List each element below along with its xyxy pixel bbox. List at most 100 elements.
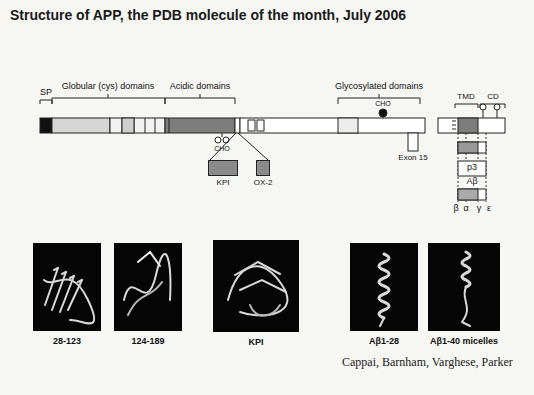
domain-bar <box>452 121 456 129</box>
structure-panel: Aβ1-40 micelles <box>428 243 500 345</box>
domain-bar <box>257 120 264 131</box>
protein-ribbon <box>462 287 470 326</box>
structure-panel <box>33 240 500 332</box>
protein-ribbon <box>235 262 286 292</box>
domain-bar <box>122 118 155 133</box>
domain-bar <box>52 118 110 133</box>
protein-ribbon <box>138 252 160 266</box>
part-label: Globular (cys) domains <box>62 82 155 92</box>
part-label: CD <box>487 93 499 102</box>
structure-panel <box>350 243 418 331</box>
part-label: Exon 15 <box>398 154 427 163</box>
cleavage-site <box>458 133 486 202</box>
protein-ribbon <box>250 305 280 316</box>
sugar-chain <box>215 137 221 143</box>
domain-bar <box>169 118 170 133</box>
sugar-chain <box>223 137 229 143</box>
domain-box: KPI <box>208 160 238 189</box>
structure-panel <box>213 240 299 332</box>
sugar-chain <box>483 110 497 118</box>
domain-bar <box>240 118 425 133</box>
panel-frame <box>114 243 182 331</box>
domain-bar <box>40 118 505 133</box>
protein-ribbon <box>124 254 170 300</box>
panel-frame <box>428 243 500 331</box>
fragment-box <box>458 161 486 176</box>
domain-bar <box>248 120 255 131</box>
panel-caption: Aβ1-40 micelles <box>430 337 498 347</box>
page-title: Structure of APP, the PDB molecule of th… <box>10 8 406 23</box>
sugar-chain <box>222 133 223 137</box>
protein-ribbon <box>128 282 162 315</box>
panel-caption: 28-123 <box>53 337 81 347</box>
part-label: Glycosylated domains <box>335 82 423 92</box>
structure-panel: KPI <box>213 240 299 346</box>
fragment-box <box>458 189 486 200</box>
domain-shape <box>256 160 270 176</box>
panel-caption: 124-189 <box>131 337 164 347</box>
domain-bar <box>438 118 505 133</box>
part-label: Aβ <box>465 177 478 187</box>
structure-panel: 124-189 <box>114 243 182 345</box>
leader-line <box>238 133 268 160</box>
exon-box <box>408 133 418 151</box>
bracket <box>40 100 52 104</box>
exon-box <box>408 133 418 151</box>
part-label: Acidic domains <box>170 82 231 92</box>
protein-ribbon <box>45 268 82 312</box>
fragment-box <box>458 142 486 200</box>
part-label: α <box>463 204 468 214</box>
cleavage-site <box>458 133 486 202</box>
protein-ribbon <box>380 318 384 326</box>
domain-box: OX-2 <box>253 160 274 189</box>
part-label: ε <box>487 204 491 214</box>
part-label: CHO <box>375 100 391 108</box>
domain-bar <box>40 118 52 133</box>
protein-ribbon <box>44 252 470 326</box>
sugar-chain <box>494 104 500 110</box>
fragment-box <box>458 142 486 153</box>
panel-caption: KPI <box>248 338 263 348</box>
panel-caption: Aβ1-28 <box>369 337 399 347</box>
structure-panel: 28-123 <box>33 243 101 345</box>
bracket <box>52 94 165 104</box>
part-label: SP <box>40 88 52 98</box>
part-label: TMD <box>457 93 474 102</box>
credit-caption: Cappai, Barnham, Varghese, Parker <box>342 356 513 369</box>
fragment-box <box>458 142 478 153</box>
part-label: γ <box>477 204 482 214</box>
sugar-chain <box>379 109 387 117</box>
domain-name: KPI <box>217 179 230 188</box>
sugar-chain <box>480 104 486 110</box>
domain-shape <box>208 160 238 176</box>
domain-bar <box>458 118 478 133</box>
bracket <box>165 94 235 104</box>
leader-line <box>210 133 268 160</box>
domain-bar <box>338 118 358 133</box>
protein-ribbon <box>379 254 389 318</box>
panel-frame <box>213 240 299 332</box>
leader-line <box>210 133 236 160</box>
bracket <box>455 104 478 108</box>
domain-name: OX-2 <box>254 179 273 188</box>
domain-bar <box>235 118 240 133</box>
fragment-box <box>458 189 478 200</box>
domain-bar <box>110 118 165 133</box>
part-label: CHO <box>214 145 230 153</box>
protein-ribbon <box>44 279 94 323</box>
protein-ribbon <box>462 252 470 287</box>
structure-panel <box>114 243 182 331</box>
panel-frame <box>33 243 101 331</box>
sugar-chain <box>215 104 500 143</box>
part-label: β <box>453 204 458 214</box>
domain-bar <box>122 118 134 133</box>
panel-frame <box>350 243 418 331</box>
bracket <box>40 94 505 108</box>
structure-panel <box>428 243 500 331</box>
part-label: p3 <box>466 163 478 173</box>
structure-panel <box>33 243 101 331</box>
structure-panel: Aβ1-28 <box>350 243 418 345</box>
domain-bar <box>165 118 235 133</box>
